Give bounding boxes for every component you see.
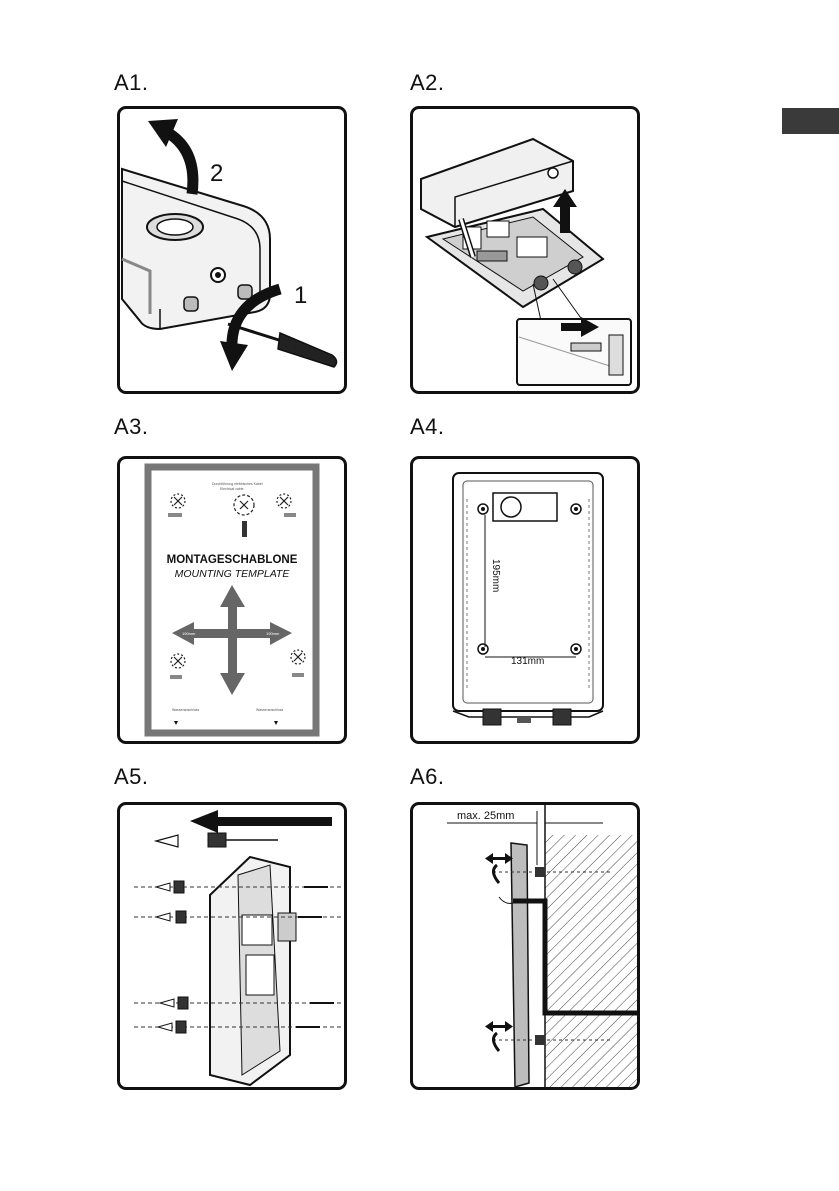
step-label-a2: A2. — [410, 70, 445, 95]
illustration-a2 — [420, 137, 632, 386]
illustration-a5 — [134, 810, 342, 1087]
heater-back-plate — [452, 472, 604, 712]
arrow-up-icon — [553, 189, 577, 207]
svg-text:Wasseranschluss: Wasseranschluss — [256, 708, 284, 712]
dimension-horizontal: 131mm — [511, 656, 544, 667]
arrow-right-icon — [581, 317, 599, 337]
washer-icon — [207, 832, 227, 848]
svg-text:Wasseranschluss: Wasseranschluss — [172, 708, 200, 712]
template-dim-left: 190mm — [182, 631, 196, 636]
panel-a2-lift-cover — [410, 106, 640, 394]
step-label-a1: A1. — [114, 70, 149, 95]
screwdriver-icon — [277, 331, 338, 368]
cable — [513, 898, 637, 1016]
illustration-a1: 1 2 — [121, 119, 338, 371]
marker-2: 2 — [210, 160, 223, 187]
panel-a6-wall-distance: max. 25mm — [410, 802, 640, 1090]
template-subtitle: MOUNTING TEMPLATE — [175, 568, 291, 580]
rotate-icon — [492, 1031, 501, 1052]
illustration-a3: Durchführung elektrisches Kabel Electric… — [144, 463, 320, 737]
heater-side-view — [510, 842, 530, 1087]
arrow-rotate-icon — [220, 341, 248, 371]
arrow-up-icon — [148, 119, 178, 147]
arrow-left-icon — [190, 810, 218, 833]
dimension-vertical: 195mm — [490, 559, 501, 592]
dowel-icon — [153, 834, 179, 848]
step-label-a3: A3. — [114, 414, 149, 439]
template-dim-right: 190mm — [266, 631, 280, 636]
cover-icon — [420, 137, 574, 229]
step-label-a5: A5. — [114, 764, 149, 789]
svg-text:Electrical cable: Electrical cable — [220, 487, 244, 491]
panel-a3-mounting-template: Durchführung elektrisches Kabel Electric… — [117, 456, 347, 744]
wall — [545, 835, 637, 1087]
svg-text:Durchführung elektrisches Kabe: Durchführung elektrisches Kabel — [212, 482, 263, 486]
rotate-icon — [492, 863, 501, 884]
panel-a4-mounting-dimensions: 195mm 131mm — [410, 456, 640, 744]
illustration-a4: 195mm 131mm — [452, 472, 604, 726]
template-title: MONTAGESCHABLONE — [167, 554, 298, 566]
step-label-a6: A6. — [410, 764, 445, 789]
illustration-a6: max. 25mm — [447, 805, 637, 1087]
section-tab — [782, 108, 839, 134]
step-label-a4: A4. — [410, 414, 445, 439]
panel-a5-mounting-screws — [117, 802, 347, 1090]
connector-detail-inset — [516, 318, 632, 386]
marker-1: 1 — [294, 282, 307, 309]
dimension-gap: max. 25mm — [457, 810, 514, 822]
panel-a1-remove-cover-screw: 1 2 — [117, 106, 347, 394]
